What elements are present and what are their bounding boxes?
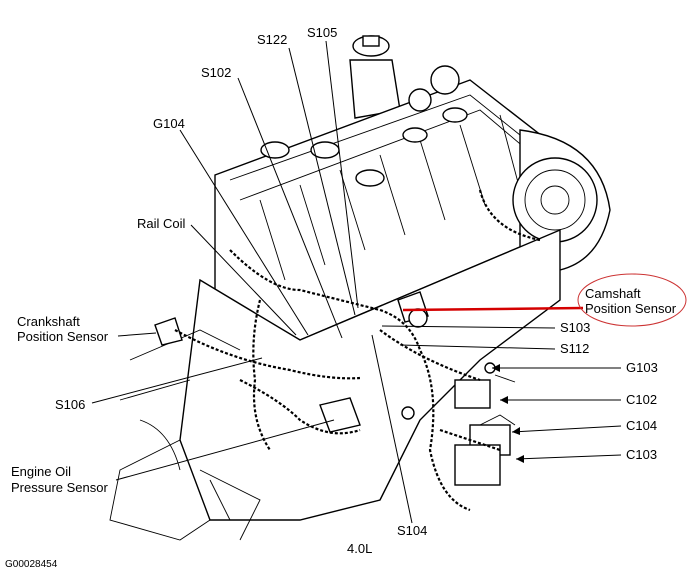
label-camshaft-line1: Camshaft: [585, 286, 641, 301]
label-g103: G103: [626, 360, 658, 375]
label-c104: C104: [626, 418, 657, 433]
engine-illustration: [109, 35, 611, 541]
labels: S105 S122 S102 G104 Rail Coil Crankshaft…: [5, 25, 677, 570]
label-s106: S106: [55, 397, 85, 412]
label-s102: S102: [201, 65, 231, 80]
figure-id: G00028454: [5, 559, 58, 570]
label-s103: S103: [560, 320, 590, 335]
label-g104: G104: [153, 116, 185, 131]
camshaft-highlight-line: [402, 306, 584, 312]
label-crankshaft-line2: Position Sensor: [17, 329, 109, 344]
leader-lines: [91, 40, 687, 524]
label-rail-coil: Rail Coil: [137, 216, 186, 231]
label-camshaft-line2: Position Sensor: [585, 301, 677, 316]
label-engine-size: 4.0L: [347, 541, 372, 556]
label-s122: S122: [257, 32, 287, 47]
label-engine-oil-line1: Engine Oil: [11, 464, 71, 479]
label-engine-oil-line2: Pressure Sensor: [11, 480, 108, 495]
label-s105: S105: [307, 25, 337, 40]
label-c102: C102: [626, 392, 657, 407]
label-s112: S112: [560, 341, 589, 356]
camshaft-highlight-ellipse: [577, 273, 687, 327]
label-c103: C103: [626, 447, 657, 462]
label-s104: S104: [397, 523, 427, 538]
label-crankshaft-line1: Crankshaft: [17, 314, 80, 329]
